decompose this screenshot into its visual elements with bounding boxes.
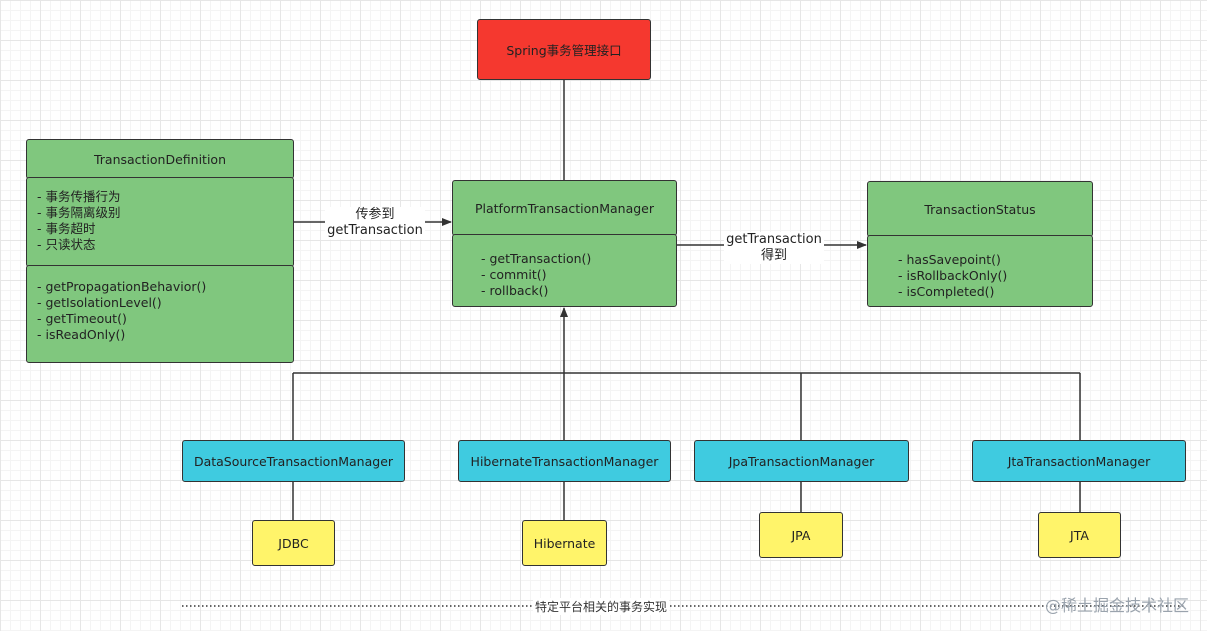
method-item: - commit() <box>481 267 547 282</box>
attribute-item: - 事务传播行为 <box>37 189 121 204</box>
method-item: - hasSavepoint() <box>898 252 1001 267</box>
jpa-transaction-manager-node: JpaTransactionManager <box>694 440 909 482</box>
status-title: TransactionStatus <box>924 201 1036 217</box>
node-label: JPA <box>791 527 811 543</box>
node-label: JtaTransactionManager <box>1007 453 1151 469</box>
edge-label-get-transaction-obtain: getTransaction 得到 <box>724 232 824 264</box>
attribute-item: - 只读状态 <box>37 237 96 252</box>
definition-title: TransactionDefinition <box>93 151 227 167</box>
transaction-definition-attributes: - 事务传播行为 - 事务隔离级别 - 事务超时 - 只读状态 <box>26 177 294 267</box>
edge-label-line: getTransaction <box>726 232 822 247</box>
hibernate-transaction-manager-node: HibernateTransactionManager <box>458 440 671 482</box>
transaction-status-header: TransactionStatus <box>867 181 1093 237</box>
method-item: - getTransaction() <box>481 251 592 266</box>
node-label: JTA <box>1070 527 1089 543</box>
transaction-definition-methods: - getPropagationBehavior() - getIsolatio… <box>26 265 294 363</box>
spring-transaction-interface-node: Spring事务管理接口 <box>477 19 651 80</box>
method-item: - isReadOnly() <box>37 327 126 342</box>
attribute-item: - 事务隔离级别 <box>37 205 121 220</box>
transaction-status-methods: - hasSavepoint() - isRollbackOnly() - is… <box>867 235 1093 307</box>
edge-label-line: getTransaction <box>327 223 423 238</box>
node-label: JpaTransactionManager <box>728 453 875 469</box>
platform-title: PlatformTransactionManager <box>474 200 655 216</box>
method-item: - getIsolationLevel() <box>37 295 162 310</box>
node-label: Hibernate <box>533 535 596 551</box>
node-label: Spring事务管理接口 <box>506 43 622 58</box>
watermark: @稀土掘金技术社区 <box>1044 596 1189 615</box>
method-item: - getTimeout() <box>37 311 127 326</box>
edge-label-line: 传参到 <box>355 207 395 222</box>
jdbc-node: JDBC <box>252 520 335 566</box>
node-label: DataSourceTransactionManager <box>193 453 394 469</box>
transaction-definition-header: TransactionDefinition <box>26 139 294 179</box>
platform-implementations-caption: 特定平台相关的事务实现 <box>533 598 670 615</box>
method-item: - getPropagationBehavior() <box>37 279 207 294</box>
platform-transaction-manager-header: PlatformTransactionManager <box>452 180 677 236</box>
edge-label-line: 得到 <box>760 248 787 263</box>
hibernate-node: Hibernate <box>522 520 607 566</box>
node-label: JDBC <box>278 535 309 551</box>
platform-transaction-manager-methods: - getTransaction() - commit() - rollback… <box>452 234 677 307</box>
jpa-node: JPA <box>759 512 843 558</box>
attribute-item: - 事务超时 <box>37 221 96 236</box>
method-item: - isCompleted() <box>898 284 995 299</box>
node-label: HibernateTransactionManager <box>470 453 659 469</box>
method-item: - rollback() <box>481 283 549 298</box>
jta-transaction-manager-node: JtaTransactionManager <box>972 440 1186 482</box>
jta-node: JTA <box>1038 512 1121 558</box>
datasource-transaction-manager-node: DataSourceTransactionManager <box>182 440 405 482</box>
method-item: - isRollbackOnly() <box>898 268 1008 283</box>
edge-label-pass-to-get-transaction: 传参到 getTransaction <box>325 207 425 239</box>
